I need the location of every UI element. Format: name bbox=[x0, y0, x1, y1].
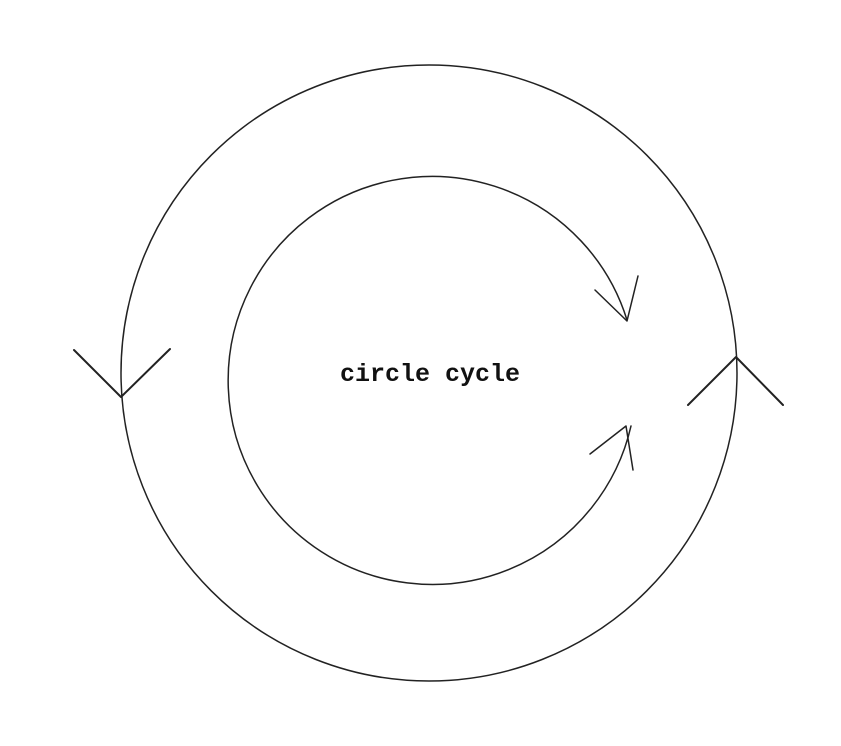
outer-circle bbox=[120, 64, 738, 682]
arrow-up-icon bbox=[687, 356, 784, 406]
arrow-down-icon bbox=[73, 348, 171, 398]
arrow-down-right-icon bbox=[594, 275, 639, 322]
center-label: circle cycle bbox=[340, 360, 520, 389]
arrow-up-right-icon bbox=[589, 425, 634, 471]
inner-arc bbox=[227, 175, 632, 586]
